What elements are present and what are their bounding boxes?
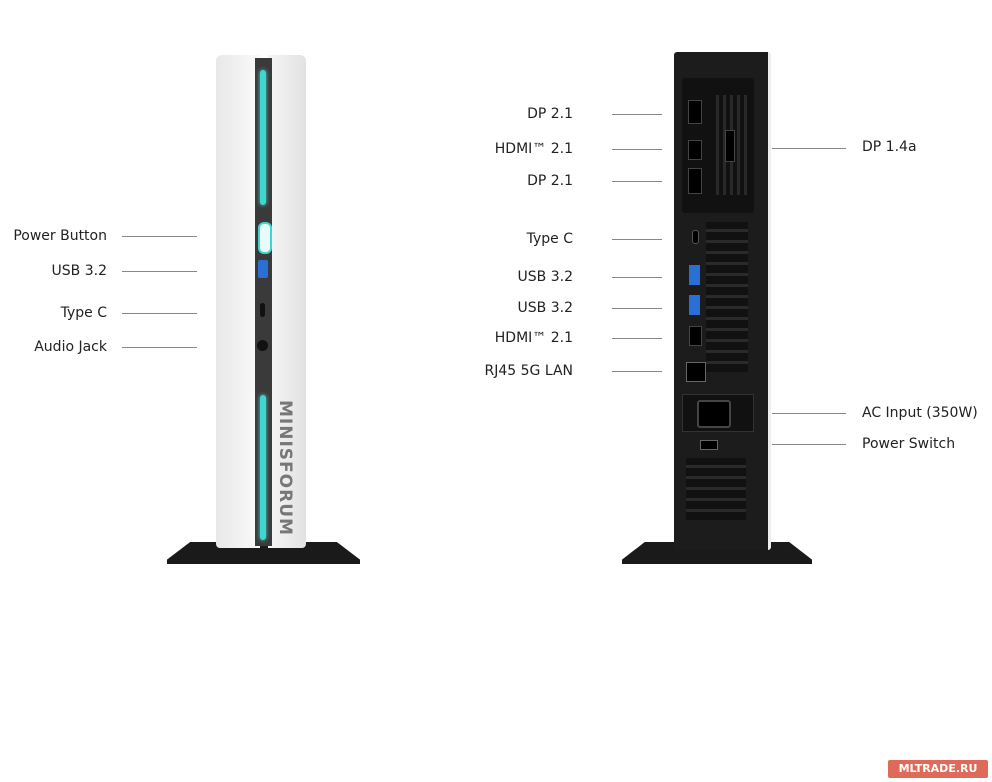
label-dp-1-4a: DP 1.4a [862,139,917,155]
label-power-button: Power Button [13,228,107,244]
hdmi-port-rear [689,326,702,346]
leader-line [612,149,662,150]
watermark-logo: MLTRADE.RU [888,760,988,778]
type-c-port-rear [692,230,699,244]
leader-line [122,236,197,237]
label-usb-3-2-rear: USB 3.2 [517,300,573,316]
label-power-switch: Power Switch [862,436,956,452]
label-audio-jack: Audio Jack [34,339,107,355]
usb-port-rear [689,295,700,315]
leader-line [772,148,846,149]
ac-socket [697,400,731,428]
front-body-left [216,55,260,548]
leader-line [612,371,662,372]
label-type-c: Type C [60,305,107,321]
usb-port-rear [689,265,700,285]
leader-line [612,239,662,240]
vent-bottom [686,458,746,520]
audio-jack [257,340,268,351]
label-dp-2-1: DP 2.1 [527,106,573,122]
label-ac-input: AC Input (350W) [862,405,978,421]
label-usb-3-2-rear: USB 3.2 [517,269,573,285]
leader-line [122,271,197,272]
power-button[interactable] [258,222,272,254]
dp-port [688,168,702,194]
leader-line [772,444,846,445]
rj45-port [686,362,706,382]
label-hdmi-2-1-rear: HDMI™ 2.1 [494,330,573,346]
power-switch[interactable] [700,440,718,450]
label-rj45: RJ45 5G LAN [484,363,574,379]
leader-line [612,308,662,309]
leader-line [612,338,662,339]
leader-line [612,181,662,182]
front-center-strip [255,58,272,546]
brand-logo: MINISFORUM [275,400,295,536]
leader-line [612,277,662,278]
dp-1-4a-port [725,130,735,162]
leader-line [122,347,197,348]
label-hdmi-2-1: HDMI™ 2.1 [494,141,573,157]
label-type-c-rear: Type C [526,231,573,247]
hdmi-port [688,140,702,160]
type-c-port-front [260,303,265,317]
label-dp-2-1: DP 2.1 [527,173,573,189]
leader-line [122,313,197,314]
front-stand [167,542,360,564]
label-usb-3-2: USB 3.2 [51,263,107,279]
leader-line [612,114,662,115]
light-bar-bottom [260,395,266,540]
dp-port [688,100,702,124]
usb-port-front [258,260,268,278]
light-bar-top [260,70,266,205]
front-body-right [268,55,306,548]
leader-line [772,413,846,414]
vent-mid [706,222,748,372]
